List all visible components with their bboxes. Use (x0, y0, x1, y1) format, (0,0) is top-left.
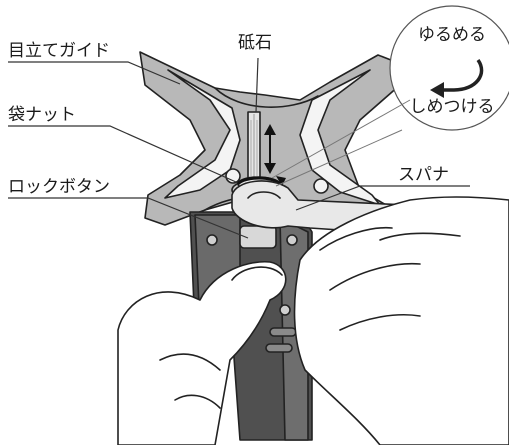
leader-lines (8, 57, 470, 239)
right-hand (293, 196, 509, 445)
rotation-callout: ゆるめる しめつける (271, 5, 509, 187)
left-hand (117, 260, 287, 445)
label-wrench: スパナ (398, 165, 449, 185)
label-lock-button: ロックボタン (8, 177, 110, 197)
tighten-label: しめつける (410, 97, 495, 117)
label-cap-nut: 袋ナット (8, 105, 76, 125)
whetstone (247, 111, 261, 183)
up-down-arrow-icon (264, 124, 276, 174)
label-whetstone: 砥石 (238, 33, 272, 53)
label-sharpening-guide: 目立てガイド (8, 41, 110, 61)
rotation-arrow-icon (430, 58, 484, 98)
loosen-label: ゆるめる (418, 25, 486, 45)
